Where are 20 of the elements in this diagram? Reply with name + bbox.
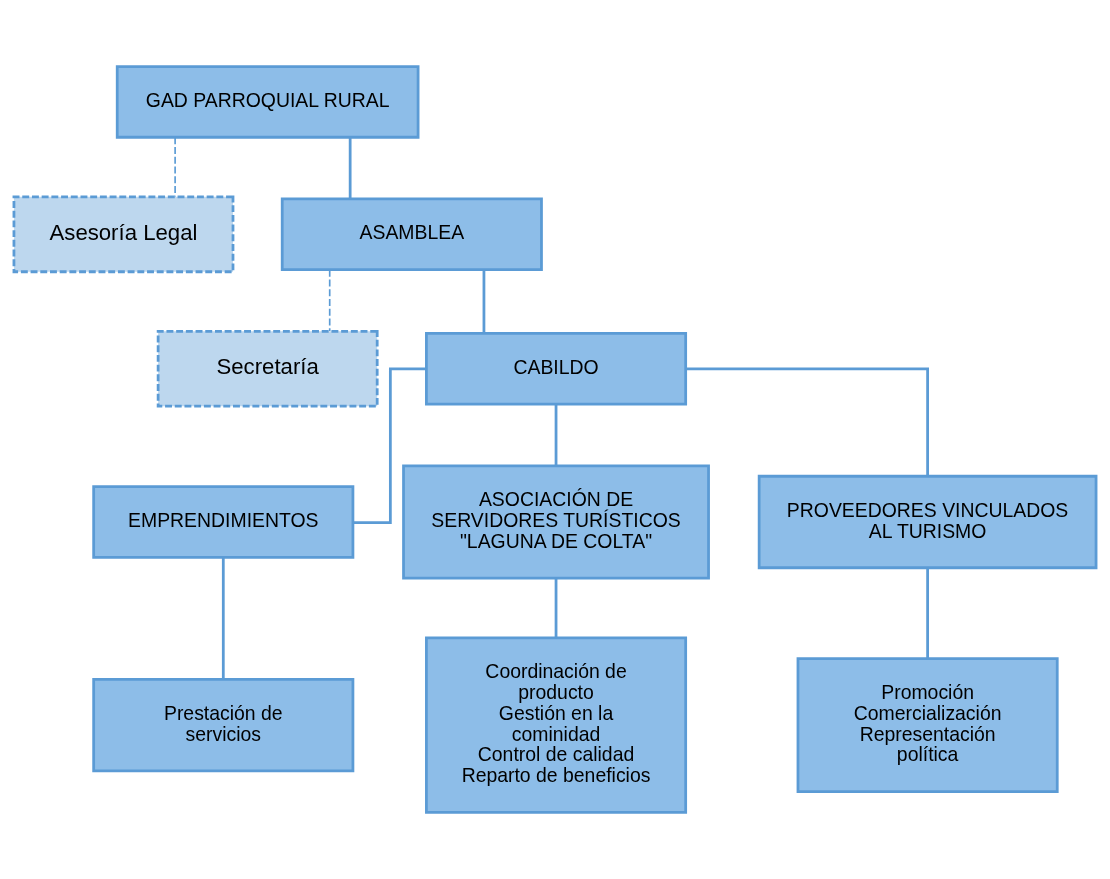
connector xyxy=(482,270,486,334)
connector xyxy=(686,367,929,477)
node-box: Prestación de servicios xyxy=(92,677,355,773)
connector xyxy=(221,557,225,680)
node-box: Coordinación de producto Gestión en la cominidad Control de calidad Reparto de beneficios xyxy=(425,636,688,814)
node-box: Secretaría xyxy=(156,329,379,408)
node-box: GAD PARROQUIAL RURAL xyxy=(115,65,420,139)
node-box: CABILDO xyxy=(425,332,688,406)
connector xyxy=(348,137,352,199)
node-box: EMPRENDIMIENTOS xyxy=(92,485,355,559)
node-box: Asesoría Legal xyxy=(12,195,235,274)
connector xyxy=(926,568,929,659)
connector xyxy=(554,578,558,638)
node-box: ASOCIACIÓN DE SERVIDORES TURÍSTICOS "LAGUNA DE COLTA" xyxy=(402,464,710,580)
node-box: ASAMBLEA xyxy=(280,197,543,272)
connector xyxy=(554,404,558,466)
node-box: Promoción Comercialización Representación política xyxy=(796,657,1059,794)
connector xyxy=(353,367,427,525)
connector xyxy=(328,269,331,332)
node-box: PROVEEDORES VINCULADOS AL TURISMO xyxy=(757,474,1098,570)
